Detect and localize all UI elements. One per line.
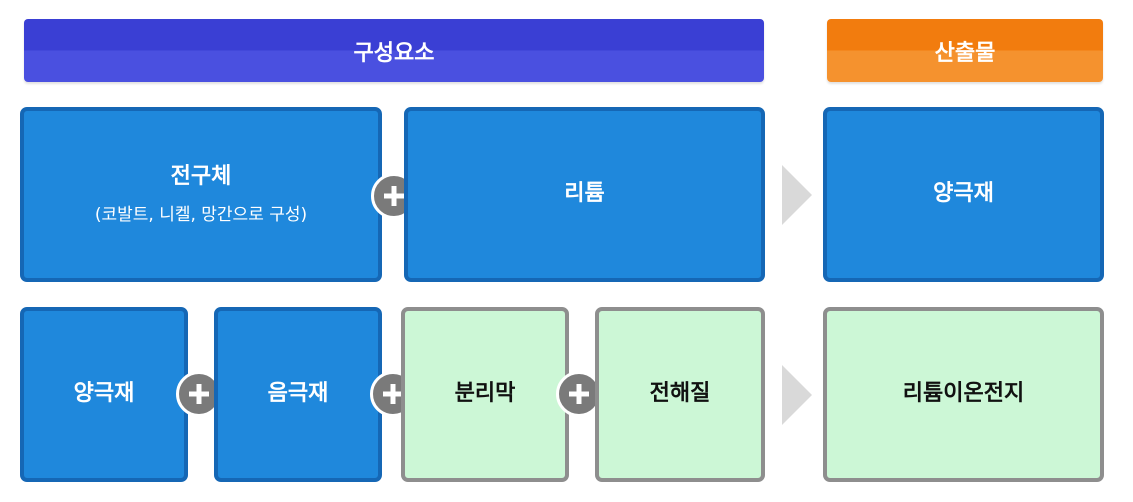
lithium-label: 리튬 — [564, 181, 605, 207]
output-header: 산출물 — [827, 19, 1103, 82]
separator-label: 분리막 — [454, 381, 516, 407]
precursor-subtitle: (코발트, 니켈, 망간으로 구성) — [94, 205, 308, 226]
lithium-ion-battery-box: 리튬이온전지 — [823, 307, 1104, 482]
lithium-ion-battery-label: 리튬이온전지 — [902, 381, 1025, 407]
components-header-label: 구성요소 — [353, 40, 435, 66]
arrow-right-icon — [782, 165, 812, 225]
cathode-result-label: 양극재 — [933, 181, 994, 207]
lithium-box: 리튬 — [404, 107, 765, 282]
cathode-result-box: 양극재 — [823, 107, 1104, 282]
cathode-box: 양극재 — [20, 307, 188, 482]
output-header-label: 산출물 — [934, 40, 996, 66]
electrolyte-box: 전해질 — [595, 307, 765, 482]
anode-label: 음극재 — [267, 381, 329, 407]
arrow-right-icon — [782, 365, 812, 425]
precursor-title: 전구체 — [170, 163, 232, 189]
components-header: 구성요소 — [24, 19, 764, 82]
electrolyte-label: 전해질 — [649, 381, 711, 407]
anode-box: 음극재 — [214, 307, 382, 482]
cathode-label: 양극재 — [73, 381, 135, 407]
separator-box: 분리막 — [401, 307, 569, 482]
precursor-box: 전구체 (코발트, 니켈, 망간으로 구성) — [20, 107, 382, 282]
